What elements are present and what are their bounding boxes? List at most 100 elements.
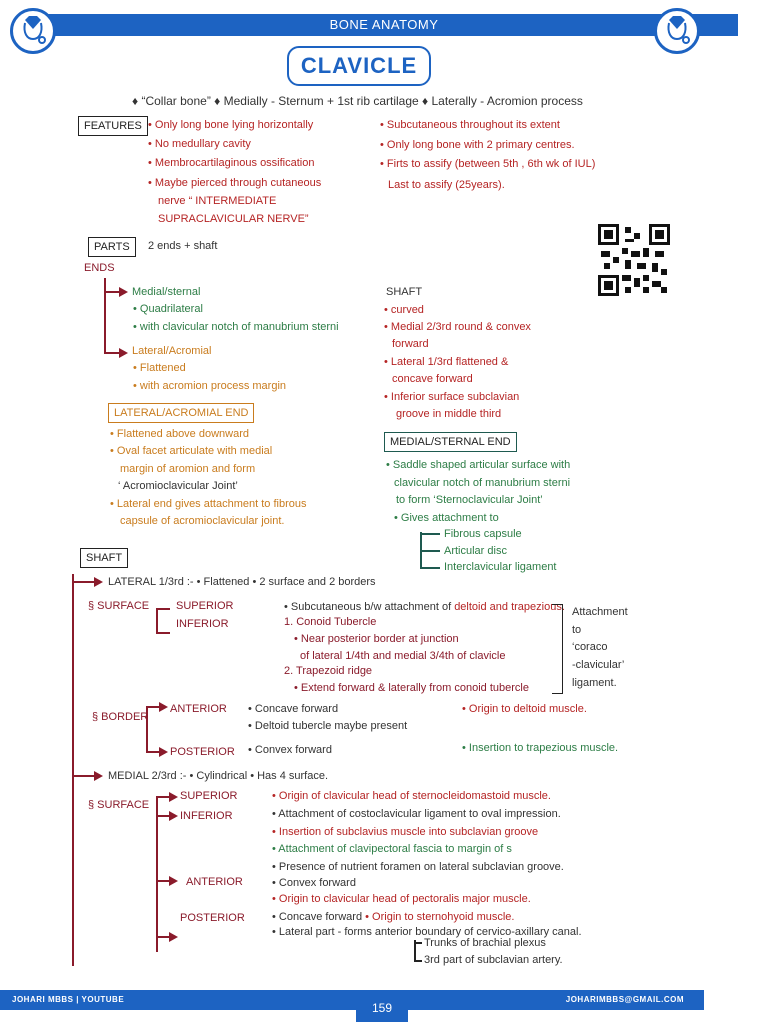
border-anterior: ANTERIOR xyxy=(170,703,227,715)
feature-right-4: Last to assify (25years). xyxy=(388,179,505,191)
lateral-end-line-6: capsule of acromioclavicular joint. xyxy=(120,515,285,527)
intro-line: ♦ “Collar bone” ♦ Medially - Sternum + 1… xyxy=(132,94,583,108)
shaft-summary-line-6: • Inferior surface subclavian xyxy=(384,391,520,403)
border-post-line: • Convex forward xyxy=(248,744,332,756)
feature-right-2: • Only long bone with 2 primary centres. xyxy=(380,139,575,151)
attachment-note-4: -clavicular’ xyxy=(572,659,625,671)
lat-inf-line-2: • Near posterior border at junction xyxy=(294,633,459,645)
attachment-note-5: ligament. xyxy=(572,677,617,689)
parts-label: PARTS xyxy=(88,237,136,257)
lateral-superior: SUPERIOR xyxy=(176,600,234,612)
medial-surface-label: § SURFACE xyxy=(88,799,150,811)
med-post-line-1: • Concave forward • Origin to sternohyoi… xyxy=(272,911,515,923)
lat-inf-line-3: of lateral 1/4th and medial 3/4th of cla… xyxy=(300,650,506,662)
medial-end-label: MEDIAL/STERNAL END xyxy=(384,432,517,452)
lateral-end-line-5: • Lateral end gives attachment to fibrou… xyxy=(110,498,307,510)
medial-attachment-3: Interclavicular ligament xyxy=(444,561,557,573)
arrow-icon xyxy=(159,702,168,712)
medial-posterior: POSTERIOR xyxy=(180,912,245,924)
lateral-end-line-3: margin of aromion and form xyxy=(120,463,256,475)
ends-label: ENDS xyxy=(84,262,115,274)
medial-inferior: INFERIOR xyxy=(180,810,233,822)
arrow-icon xyxy=(94,577,103,587)
shaft-summary-line-3: forward xyxy=(392,338,429,350)
header-bar: BONE ANATOMY xyxy=(30,14,738,36)
lateral-end-item-2: • with acromion process margin xyxy=(133,380,287,392)
shaft-medial-heading: MEDIAL 2/3rd :- • Cylindrical • Has 4 su… xyxy=(108,770,329,782)
shaft-label: SHAFT xyxy=(80,548,129,568)
arrow-icon xyxy=(169,932,178,942)
medial-end-heading: Medial/sternal xyxy=(132,286,201,298)
med-post-sub-2: 3rd part of subclavian artery. xyxy=(424,954,563,966)
med-ant-line-1: • Convex forward xyxy=(272,877,356,889)
feature-left-2: • No medullary cavity xyxy=(148,138,251,150)
arrow-icon xyxy=(169,792,178,802)
lat-inf-line-5: • Extend forward & laterally from conoid… xyxy=(294,682,529,694)
attachment-note-1: Attachment xyxy=(572,606,628,618)
stethoscope-diamond-icon xyxy=(654,8,700,54)
medial-end-item-1: • Quadrilateral xyxy=(133,303,203,315)
attachment-note-3: ‘coraco xyxy=(572,641,608,653)
lat-inf-line-1: 1. Conoid Tubercle xyxy=(284,616,377,628)
lateral-end-label: LATERAL/ACROMIAL END xyxy=(108,403,255,423)
arrow-icon xyxy=(119,348,128,358)
med-post-line-2: • Lateral part - forms anterior boundary… xyxy=(272,926,582,938)
border-ant-line-1: • Concave forward xyxy=(248,703,339,715)
shaft-summary-heading: SHAFT xyxy=(386,286,423,298)
lateral-end-heading: Lateral/Acromial xyxy=(132,345,212,357)
medial-superior: SUPERIOR xyxy=(180,790,238,802)
border-label: § BORDER xyxy=(92,711,149,723)
medial-end-line-3: to form ‘Sternoclavicular Joint’ xyxy=(396,494,543,506)
med-inf-line-3: • Attachment of clavipectoral fascia to … xyxy=(272,843,512,855)
feature-left-1: • Only long bone lying horizontally xyxy=(148,119,314,131)
med-post-sub-1: Trunks of brachial plexus xyxy=(424,937,546,949)
attachment-note-2: to xyxy=(572,624,582,636)
feature-left-6: SUPRACLAVICULAR NERVE” xyxy=(158,213,309,225)
med-inf-line-2: • Insertion of subclavius muscle into su… xyxy=(272,826,539,838)
footer-email[interactable]: JOHARIMBBS@GMAIL.COM xyxy=(565,995,684,1004)
arrow-icon xyxy=(169,811,178,821)
qr-code-icon xyxy=(598,224,670,296)
medial-end-item-2: • with clavicular notch of manubrium ste… xyxy=(133,321,339,333)
shaft-summary-line-1: • curved xyxy=(384,304,424,316)
footer-bar: JOHARI MBBS | YOUTUBE JOHARIMBBS@GMAIL.C… xyxy=(0,990,704,1010)
feature-left-3: • Membrocartilaginous ossification xyxy=(148,157,315,169)
lateral-inferior: INFERIOR xyxy=(176,618,229,630)
footer-youtube[interactable]: JOHARI MBBS | YOUTUBE xyxy=(12,995,125,1004)
med-inf-line-4: • Presence of nutrient foramen on latera… xyxy=(272,861,564,873)
border-post-note: • Insertion to trapezious muscle. xyxy=(462,742,619,754)
shaft-summary-line-7: groove in middle third xyxy=(396,408,502,420)
lateral-surface-label: § SURFACE xyxy=(88,600,150,612)
arrow-icon xyxy=(159,747,168,757)
arrow-icon xyxy=(119,287,128,297)
lateral-end-line-2: • Oval facet articulate with medial xyxy=(110,445,273,457)
parts-text: 2 ends + shaft xyxy=(148,240,218,252)
header-title: BONE ANATOMY xyxy=(329,17,439,32)
lateral-end-item-1: • Flattened xyxy=(133,362,186,374)
medial-attachment-2: Articular disc xyxy=(444,545,507,557)
shaft-lateral-heading: LATERAL 1/3rd :- • Flattened • 2 surface… xyxy=(108,576,376,588)
arrow-icon xyxy=(94,771,103,781)
page-title: CLAVICLE xyxy=(287,46,431,86)
medial-end-line-1: • Saddle shaped articular surface with xyxy=(386,459,571,471)
med-sup-line: • Origin of clavicular head of sternocle… xyxy=(272,790,551,802)
arrow-icon xyxy=(169,876,178,886)
border-ant-note: • Origin to deltoid muscle. xyxy=(462,703,587,715)
feature-left-5: nerve “ INTERMEDIATE xyxy=(158,195,277,207)
feature-left-4: • Maybe pierced through cutaneous xyxy=(148,177,322,189)
med-ant-line-2: • Origin to clavicular head of pectorali… xyxy=(272,893,531,905)
medial-end-line-4: • Gives attachment to xyxy=(394,512,499,524)
lat-inf-line-4: 2. Trapezoid ridge xyxy=(284,665,373,677)
border-ant-line-2: • Deltoid tubercle maybe present xyxy=(248,720,408,732)
lateral-end-line-4: ‘ Acromioclavicular Joint’ xyxy=(118,480,238,492)
page-number: 159 xyxy=(356,996,408,1022)
lateral-end-line-1: • Flattened above downward xyxy=(110,428,249,440)
lat-sup-line: • Subcutaneous b/w attachment of deltoid… xyxy=(284,601,565,613)
med-inf-line-1: • Attachment of costoclavicular ligament… xyxy=(272,808,561,820)
feature-right-1: • Subcutaneous throughout its extent xyxy=(380,119,560,131)
medial-attachment-1: Fibrous capsule xyxy=(444,528,522,540)
shaft-summary-line-4: • Lateral 1/3rd flattened & xyxy=(384,356,509,368)
border-posterior: POSTERIOR xyxy=(170,746,235,758)
feature-right-3: • Firts to assify (between 5th , 6th wk … xyxy=(380,158,596,170)
shaft-summary-line-2: • Medial 2/3rd round & convex xyxy=(384,321,531,333)
